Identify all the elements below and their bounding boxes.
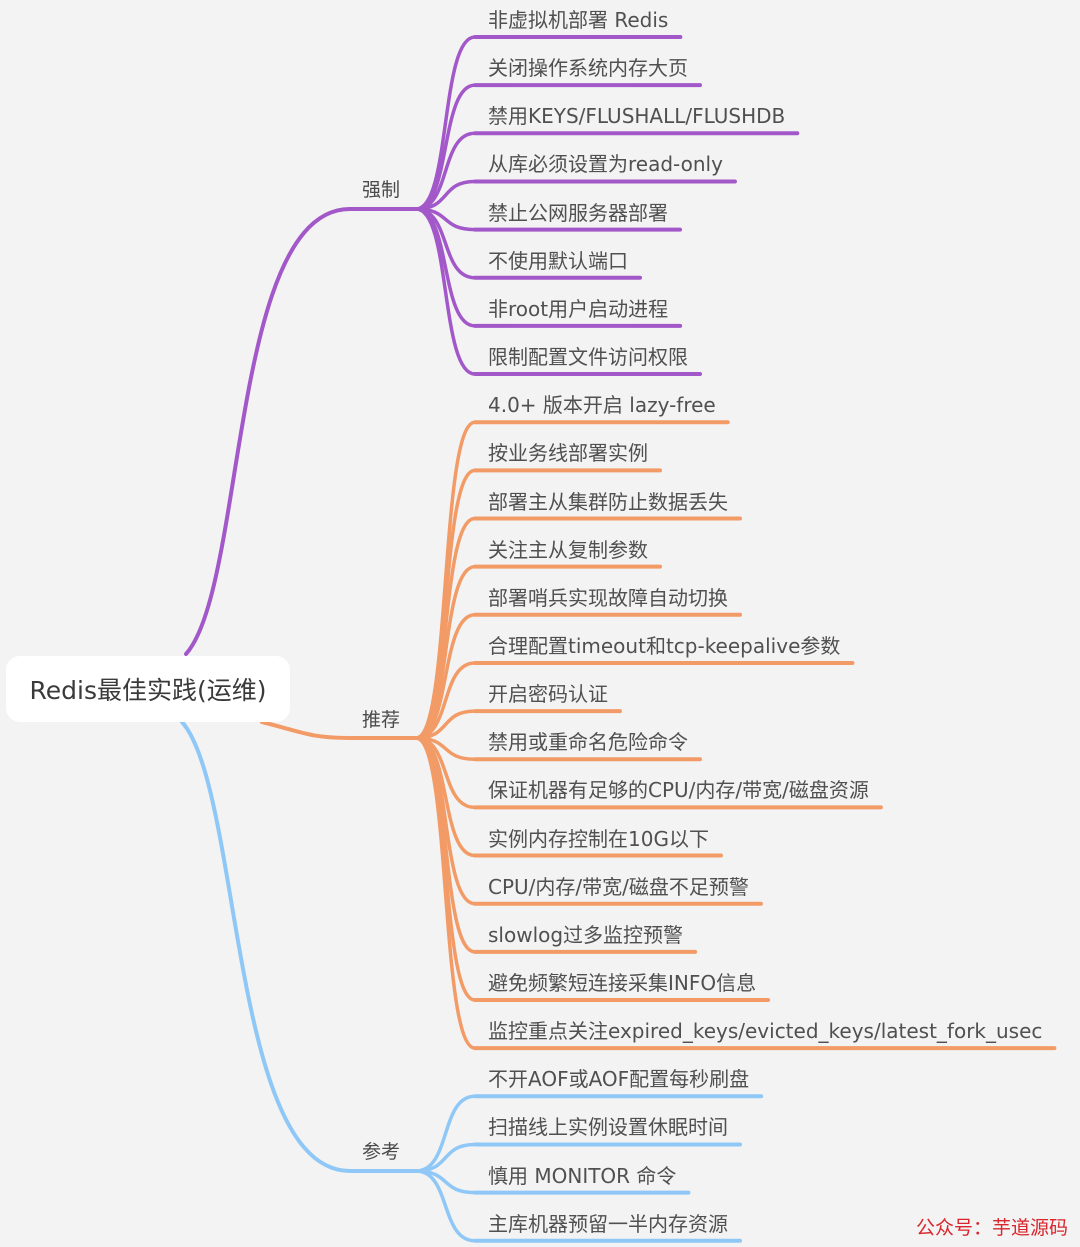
leaf-node-recommended[interactable]: 合理配置timeout和tcp-keepalive参数 (488, 633, 841, 658)
leaf-node-recommended[interactable]: 保证机器有足够的CPU/内存/带宽/磁盘资源 (488, 778, 869, 803)
leaf-node-recommended[interactable]: 部署哨兵实现故障自动切换 (488, 585, 728, 610)
leaf-connector-mandatory (414, 207, 477, 328)
watermark-text: 公众号：芋道源码 (915, 1217, 1068, 1239)
leaf-node-recommended[interactable]: 按业务线部署实例 (488, 441, 648, 466)
leaf-node-mandatory[interactable]: 禁用KEYS/FLUSHALL/FLUSHDB (488, 104, 786, 129)
connector-root-reference (180, 720, 352, 1173)
leaf-node-recommended[interactable]: CPU/内存/带宽/磁盘不足预警 (488, 874, 749, 899)
leaf-node-mandatory[interactable]: 从库必须设置为read-only (488, 152, 723, 177)
leaf-node-mandatory[interactable]: 非root用户启动进程 (488, 296, 669, 321)
leaf-node-reference[interactable]: 慎用 MONITOR 命令 (488, 1163, 677, 1188)
leaf-node-recommended[interactable]: slowlog过多监控预警 (488, 922, 684, 947)
connector-root-recommended (260, 720, 352, 740)
branch-label-recommended[interactable]: 推荐 (362, 709, 401, 731)
leaf-connector-mandatory (414, 83, 477, 211)
leaf-node-recommended[interactable]: 关注主从复制参数 (488, 537, 648, 562)
leaf-node-mandatory[interactable]: 禁止公网服务器部署 (488, 200, 668, 225)
leaf-node-mandatory[interactable]: 不使用默认端口 (488, 248, 628, 273)
leaf-node-reference[interactable]: 主库机器预留一半内存资源 (488, 1211, 728, 1236)
leaf-node-recommended[interactable]: 4.0+ 版本开启 lazy-free (488, 393, 716, 418)
branch-label-reference[interactable]: 参考 (362, 1141, 401, 1163)
leaf-node-recommended[interactable]: 禁用或重命名危险命令 (488, 730, 688, 755)
leaf-node-recommended[interactable]: 监控重点关注expired_keys/evicted_keys/latest_f… (488, 1019, 1043, 1044)
leaf-connector-recommended (414, 736, 477, 1050)
leaf-node-mandatory[interactable]: 非虚拟机部署 Redis (488, 8, 669, 32)
leaf-connector-recommended (414, 661, 477, 740)
leaf-node-mandatory[interactable]: 关闭操作系统内存大页 (488, 56, 688, 81)
leaf-node-reference[interactable]: 不开AOF或AOF配置每秒刷盘 (488, 1067, 750, 1092)
root-node[interactable]: Redis最佳实践(运维) (6, 656, 290, 722)
leaf-node-mandatory[interactable]: 限制配置文件访问权限 (488, 345, 688, 370)
leaf-node-recommended[interactable]: 避免频繁短连接采集INFO信息 (488, 971, 757, 995)
leaf-node-recommended[interactable]: 实例内存控制在10G以下 (488, 826, 709, 851)
root-label: Redis最佳实践(运维) (29, 676, 267, 705)
leaf-connector-mandatory (414, 207, 477, 376)
leaf-connector-recommended (414, 613, 477, 740)
connector-root-mandatory (184, 207, 352, 656)
branch-label-mandatory[interactable]: 强制 (362, 179, 401, 201)
leaf-connector-mandatory (414, 131, 477, 211)
leaf-node-recommended[interactable]: 部署主从集群防止数据丢失 (488, 489, 728, 514)
leaf-connector-reference (414, 1094, 477, 1173)
leaf-connector-reference (414, 1169, 477, 1243)
leaf-node-recommended[interactable]: 开启密码认证 (488, 682, 608, 707)
leaf-connector-recommended (414, 420, 477, 740)
leaf-node-reference[interactable]: 扫描线上实例设置休眠时间 (488, 1115, 728, 1140)
leaf-connector-reference (414, 1142, 477, 1173)
